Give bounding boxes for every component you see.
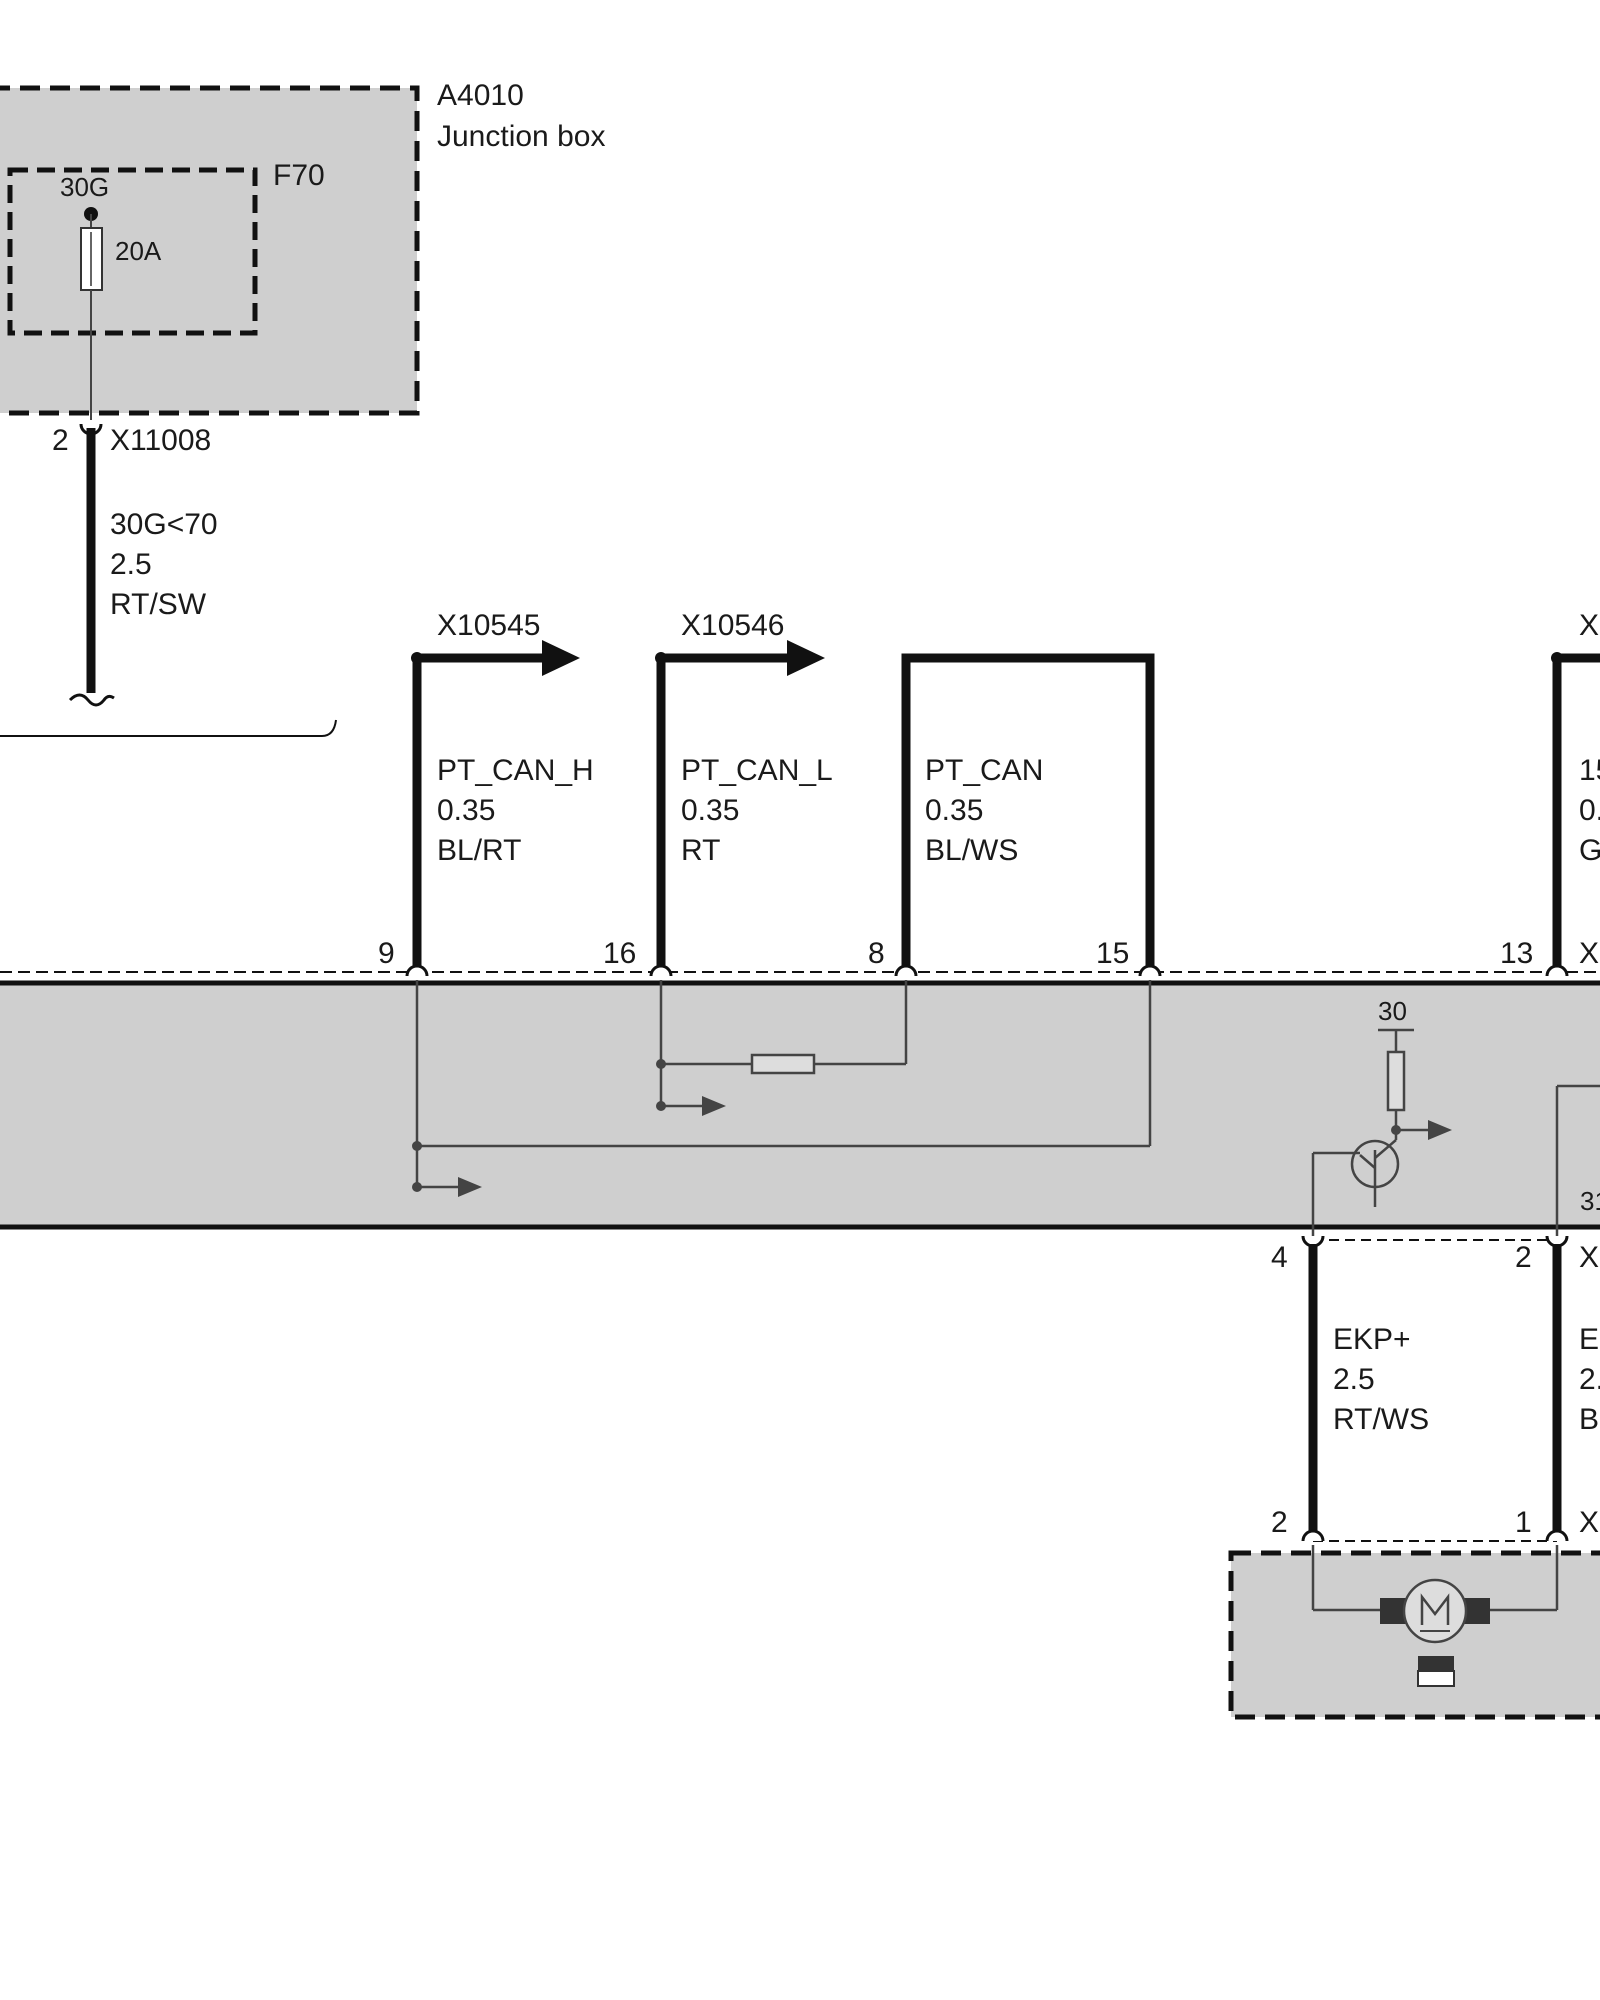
fuel-pump <box>1228 1529 1600 1720</box>
connector-pin-13-id: X <box>1579 937 1599 970</box>
pump-symbol-top <box>1418 1656 1454 1671</box>
wire-pt-can-loop <box>901 653 1155 968</box>
wire-30g-gauge: 2.5 <box>110 548 152 581</box>
junction-box: A4010 Junction box F70 30G 20A 2 X11008 … <box>0 79 605 737</box>
pump-pin-2-symbol <box>1301 1529 1325 1542</box>
pin-8-symbol <box>894 964 918 977</box>
connector-pump-bottom-id: X <box>1579 1506 1599 1539</box>
pin-16-label: 16 <box>603 937 636 970</box>
fuse-holder <box>7 167 258 336</box>
internal-arrow-driver-head <box>1428 1120 1452 1140</box>
transistor-emitter <box>1359 1154 1376 1169</box>
fuse-terminal: 30G <box>60 172 109 202</box>
ground-terminal-label: 31 <box>1580 1186 1600 1216</box>
connector-x10546-label: X10546 <box>681 609 784 642</box>
pin-13-symbol <box>1545 964 1569 977</box>
wire-pt-can-gauge: 0.35 <box>925 794 983 827</box>
bracket-line <box>0 719 337 737</box>
wire-terminal-15-gauge: 0. <box>1579 794 1600 827</box>
motor-brush-left <box>1380 1598 1406 1624</box>
transistor-collector <box>1374 1139 1397 1159</box>
wire-ekp-minus-color: B <box>1579 1403 1599 1436</box>
pin-2-bottom-label: 2 <box>1271 1506 1288 1539</box>
wire-ekp-plus-gauge: 2.5 <box>1333 1363 1375 1396</box>
connector-pump-top-id: X <box>1579 1241 1599 1274</box>
supply-terminal-label: 30 <box>1378 996 1407 1026</box>
pin-15-symbol <box>1138 964 1162 977</box>
pump-wires: 4 2 X EKP+ 2.5 RT/WS E 2. B 2 1 X <box>1271 1241 1600 1539</box>
internal-arrow-can-l-head <box>702 1096 726 1116</box>
wire-pt-can-h-signal: PT_CAN_H <box>437 754 594 787</box>
junction-box-id: A4010 <box>437 79 524 112</box>
internal-arrow-can-h-head <box>458 1177 482 1197</box>
pump-symbol-bottom <box>1417 1670 1455 1687</box>
module-top-pins <box>405 964 1569 977</box>
motor-brush-right <box>1464 1598 1490 1624</box>
connector-x10545-label: X10545 <box>437 609 540 642</box>
pin-4-label: 4 <box>1271 1241 1288 1274</box>
connector-x11008-pin: 2 <box>52 424 69 457</box>
wire-terminal-15-signal: 15 <box>1579 754 1600 787</box>
wire-ekp-plus-color: RT/WS <box>1333 1403 1429 1436</box>
pin-2-top-label: 2 <box>1515 1241 1532 1274</box>
pin-13-label: 13 <box>1500 937 1533 970</box>
control-module: 30 31 <box>0 964 1600 1248</box>
wire-pt-can-color: BL/WS <box>925 834 1018 867</box>
pin-16-symbol <box>649 964 673 977</box>
wire-ekp-plus-signal: EKP+ <box>1333 1323 1411 1356</box>
junction-box-body <box>0 85 420 416</box>
wire-terminal-15-color: G <box>1579 834 1600 867</box>
pin-1-label: 1 <box>1515 1506 1532 1539</box>
wire-pt-can-signal: PT_CAN <box>925 754 1043 787</box>
termination-resistor <box>750 1053 816 1075</box>
wire-30g-signal: 30G<70 <box>110 508 218 541</box>
internal-node-can-h <box>412 1141 422 1151</box>
wire-ekp-minus-signal: E <box>1579 1323 1599 1356</box>
fuse-rating: 20A <box>115 236 162 266</box>
pin-9-symbol <box>405 964 429 977</box>
wire-break-symbol <box>68 693 115 707</box>
module-body <box>0 980 1600 1230</box>
pin-15-label: 15 <box>1096 937 1129 970</box>
pump-pin-1-symbol <box>1545 1529 1569 1542</box>
connector-x11008-id: X11008 <box>110 424 211 457</box>
arrow-x10546-head <box>787 640 825 676</box>
motor-m-glyph <box>1420 1593 1450 1625</box>
wire-ekp-minus-gauge: 2. <box>1579 1363 1600 1396</box>
wire-pt-can-l-signal: PT_CAN_L <box>681 754 833 787</box>
arrow-x10545-head <box>542 640 580 676</box>
fuse-id: F70 <box>273 159 325 192</box>
connector-right-partial-label: X <box>1579 609 1599 642</box>
fuse-f70: F70 30G 20A <box>7 159 325 420</box>
driver-resistor <box>1386 1050 1406 1112</box>
wire-pt-can-l-gauge: 0.35 <box>681 794 739 827</box>
wire-pt-can-h-color: BL/RT <box>437 834 521 867</box>
wire-30g-color: RT/SW <box>110 588 207 621</box>
wire-pt-can-h-gauge: 0.35 <box>437 794 495 827</box>
pin-9-label: 9 <box>378 937 395 970</box>
motor-icon <box>1402 1578 1468 1644</box>
can-wires: X10545 PT_CAN_H 0.35 BL/RT 9 X10546 PT_C… <box>378 609 1600 970</box>
wire-pt-can-l-color: RT <box>681 834 720 867</box>
pin-8-label: 8 <box>868 937 885 970</box>
junction-box-name: Junction box <box>437 120 605 153</box>
